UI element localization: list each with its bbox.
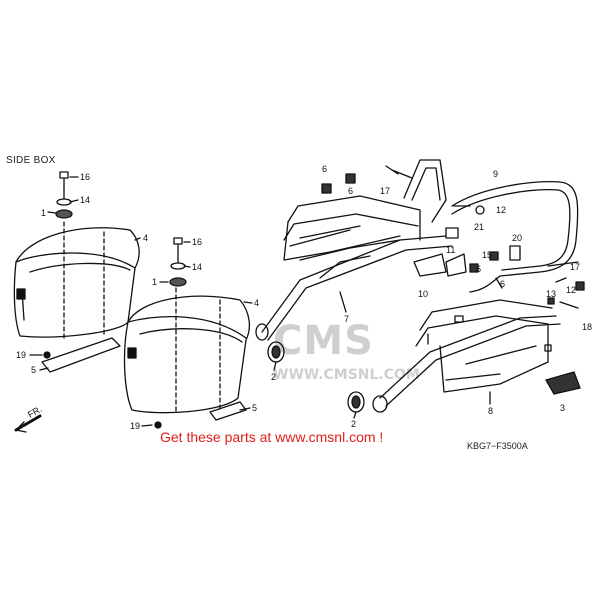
callout-4a: 4 [143, 233, 148, 243]
callout-14b: 14 [192, 262, 202, 272]
callout-11: 11 [446, 245, 455, 255]
callout-6a: 6 [322, 164, 327, 174]
callout-6c: 6 [476, 264, 481, 274]
callout-5b: 5 [252, 403, 257, 413]
side-box-middle [123, 287, 251, 414]
callout-16a: 16 [80, 172, 90, 182]
callout-6d: 6 [500, 279, 505, 289]
callout-20: 20 [512, 233, 522, 243]
callout-8: 8 [488, 406, 493, 416]
callout-19a: 19 [16, 350, 26, 360]
callout-labels: 16 14 1 4 19 5 16 14 1 4 19 5 2 2 7 8 6 … [16, 164, 592, 431]
callout-1b: 1 [152, 277, 157, 287]
watermark-brand: CMS [273, 318, 374, 364]
promo-link[interactable]: Get these parts at www.cmsnl.com ! [160, 429, 384, 445]
callout-15: 15 [482, 250, 492, 260]
callout-3: 3 [560, 403, 565, 413]
callout-5a: 5 [31, 365, 36, 375]
callout-10: 10 [418, 289, 428, 299]
callout-17b: 17 [570, 262, 580, 272]
callout-6b: 6 [348, 186, 353, 196]
callout-9: 9 [493, 169, 498, 179]
callout-13: 13 [546, 289, 556, 299]
diagram-code: KBG7−F3500A [467, 441, 528, 451]
callout-19b: 19 [130, 421, 140, 431]
callout-17a: 17 [380, 186, 390, 196]
callout-21: 21 [474, 222, 484, 232]
diagram-title: SIDE BOX [6, 155, 56, 166]
rack-frame-upper [261, 159, 453, 341]
side-box-left [13, 221, 140, 339]
callout-7: 7 [344, 314, 349, 324]
grab-rail [451, 181, 579, 293]
front-indicator: FR. [26, 404, 44, 420]
callout-18: 18 [582, 322, 592, 332]
callout-12a: 12 [496, 205, 506, 215]
callout-14a: 14 [80, 195, 90, 205]
callout-2b: 2 [351, 419, 356, 429]
callout-2a: 2 [271, 372, 276, 382]
rack-frame-lower [379, 299, 561, 407]
callout-4b: 4 [254, 298, 259, 308]
callout-16b: 16 [192, 237, 202, 247]
watermark-url: WWW.CMSNL.COM [273, 367, 420, 383]
callout-1a: 1 [41, 208, 46, 218]
callout-12b: 12 [566, 285, 576, 295]
